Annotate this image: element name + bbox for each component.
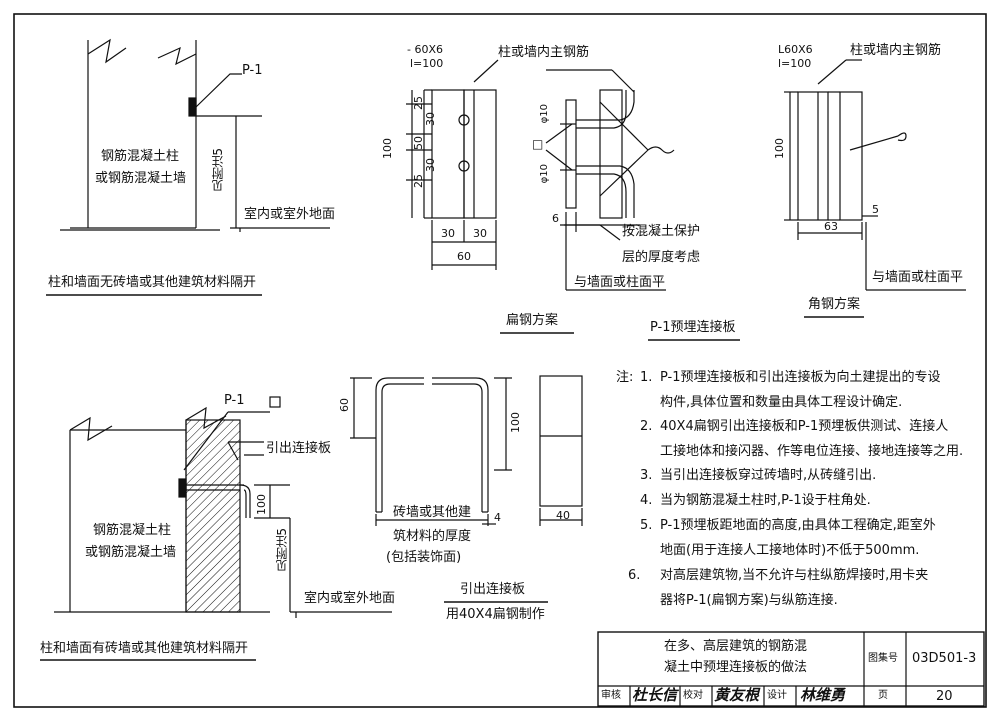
designer-signature: 林维勇 xyxy=(800,686,846,704)
flat-dia-a: φ10 xyxy=(539,104,550,124)
bottom-lead-plate-label: 引出连接板 xyxy=(266,441,332,456)
angle-dim-63: 63 xyxy=(824,220,838,233)
flat-dim-100: 100 xyxy=(381,138,394,159)
flat-dim-30a: 30 xyxy=(424,112,437,126)
lead-dim-60: 60 xyxy=(338,398,351,412)
flat-dim-25a: 25 xyxy=(412,96,425,110)
note-5-number: 5. xyxy=(640,518,653,533)
top-floor-label: 室内或室外地面 xyxy=(244,207,336,222)
lead-dim-4: 4 xyxy=(494,511,501,524)
note-1-line-2: 构件,具体位置和数量由具体工程设计确定. xyxy=(660,395,903,410)
top-column-label: 钢筋混凝土柱 xyxy=(101,149,180,164)
review-label: 审核 xyxy=(601,690,621,701)
bottom-caption: 柱和墙面有砖墙或其他建筑材料隔开 xyxy=(40,641,249,656)
flat-dim-bottom-60: 60 xyxy=(457,250,471,263)
bottom-floor-label: 室内或室外地面 xyxy=(304,591,396,606)
atlas-label: 图集号 xyxy=(868,653,898,664)
notes-label: 注: xyxy=(616,370,634,385)
flat-dim-6: 6 xyxy=(552,212,559,225)
note-2-number: 2. xyxy=(640,419,653,434)
top-caption: 柱和墙面无砖墙或其他建筑材料隔开 xyxy=(48,275,257,290)
flat-cover-note-1: 按混凝土保护 xyxy=(622,224,701,239)
note-1-number: 1. xyxy=(640,370,653,385)
note-3-line-1: 当引出连接板穿过砖墙时,从砖缝引出. xyxy=(660,468,877,483)
bottom-dim-note: 见附注5 xyxy=(275,528,289,572)
flat-dim-25b: 25 xyxy=(412,174,425,188)
flat-dim-bottom-30a: 30 xyxy=(441,227,455,240)
lead-dim-40: 40 xyxy=(556,509,570,522)
angle-main-bar: 柱或墙内主钢筋 xyxy=(850,43,942,58)
p1-title: P-1预埋连接板 xyxy=(650,320,736,335)
flat-caption: 扁钢方案 xyxy=(506,313,559,328)
check-label: 校对 xyxy=(683,690,703,701)
lead-thickness-2: 筑材料的厚度 xyxy=(393,529,472,544)
angle-spec: L60X6 xyxy=(778,43,813,56)
angle-dim-5: 5 xyxy=(872,203,879,216)
top-dim-note: 见附注5 xyxy=(211,148,225,192)
title-line-1: 在多、高层建筑的钢筋混 xyxy=(664,639,808,654)
flat-dim-bottom-30b: 30 xyxy=(473,227,487,240)
note-2-line-2: 工接地体和接闪器、作等电位连接、接地连接等之用. xyxy=(660,444,964,459)
note-6-number: 6. xyxy=(628,568,641,583)
reviewer-signature: 杜长信 xyxy=(632,686,678,704)
flat-main-bar: 柱或墙内主钢筋 xyxy=(498,45,590,60)
lead-title: 引出连接板 xyxy=(460,582,526,597)
top-wall-label: 或钢筋混凝土墙 xyxy=(95,171,187,186)
lead-subtitle: 用40X4扁钢制作 xyxy=(446,607,545,622)
angle-flush-note: 与墙面或柱面平 xyxy=(872,270,964,285)
flat-box-mark: □ xyxy=(532,137,544,151)
angle-dim-100: 100 xyxy=(773,138,786,159)
top-plate-tag: P-1 xyxy=(242,63,263,78)
page-label: 页 xyxy=(878,690,888,701)
note-2-line-1: 40X4扁钢引出连接板和P-1预埋板供测试、连接人 xyxy=(660,419,949,434)
bottom-column-label: 钢筋混凝土柱 xyxy=(93,523,172,538)
flat-length: l=100 xyxy=(410,57,444,70)
design-label: 设计 xyxy=(767,690,787,701)
atlas-number: 03D501-3 xyxy=(912,651,977,666)
note-3-number: 3. xyxy=(640,468,653,483)
bottom-wall-label: 或钢筋混凝土墙 xyxy=(85,545,177,560)
lead-thickness-1: 砖墙或其他建 xyxy=(393,505,472,520)
bottom-plate-tag: P-1 xyxy=(224,393,245,408)
flat-dim-30b: 30 xyxy=(424,158,437,172)
note-6-line-2: 器将P-1(扁钢方案)与纵筋连接. xyxy=(660,593,838,608)
flat-spec: - 60X6 xyxy=(407,43,443,56)
flat-dim-50: 50 xyxy=(412,136,425,150)
flat-flush-note: 与墙面或柱面平 xyxy=(574,275,666,290)
angle-caption: 角钢方案 xyxy=(808,297,861,312)
title-line-2: 凝土中预埋连接板的做法 xyxy=(664,660,808,675)
flat-cover-note-2: 层的厚度考虑 xyxy=(622,250,701,265)
note-5-line-2: 地面(用于连接人工接地体时)不低于500mm. xyxy=(660,543,920,558)
note-5-line-1: P-1预埋板距地面的高度,由具体工程确定,距室外 xyxy=(660,518,936,533)
bottom-dim-100: 100 xyxy=(255,494,268,515)
angle-length: l=100 xyxy=(778,57,812,70)
lead-dim-100: 100 xyxy=(509,412,522,433)
note-6-line-1: 对高层建筑物,当不允许与柱纵筋焊接时,用卡夹 xyxy=(660,568,929,583)
checker-signature: 黄友根 xyxy=(714,686,760,704)
note-4-line-1: 当为钢筋混凝土柱时,P-1设于柱角处. xyxy=(660,493,871,508)
flat-dia-b: φ10 xyxy=(539,164,550,184)
lead-thickness-3: (包括装饰面) xyxy=(386,550,462,565)
page-number: 20 xyxy=(936,689,953,704)
note-1-line-1: P-1预埋连接板和引出连接板为向土建提出的专设 xyxy=(660,370,941,385)
note-4-number: 4. xyxy=(640,493,653,508)
